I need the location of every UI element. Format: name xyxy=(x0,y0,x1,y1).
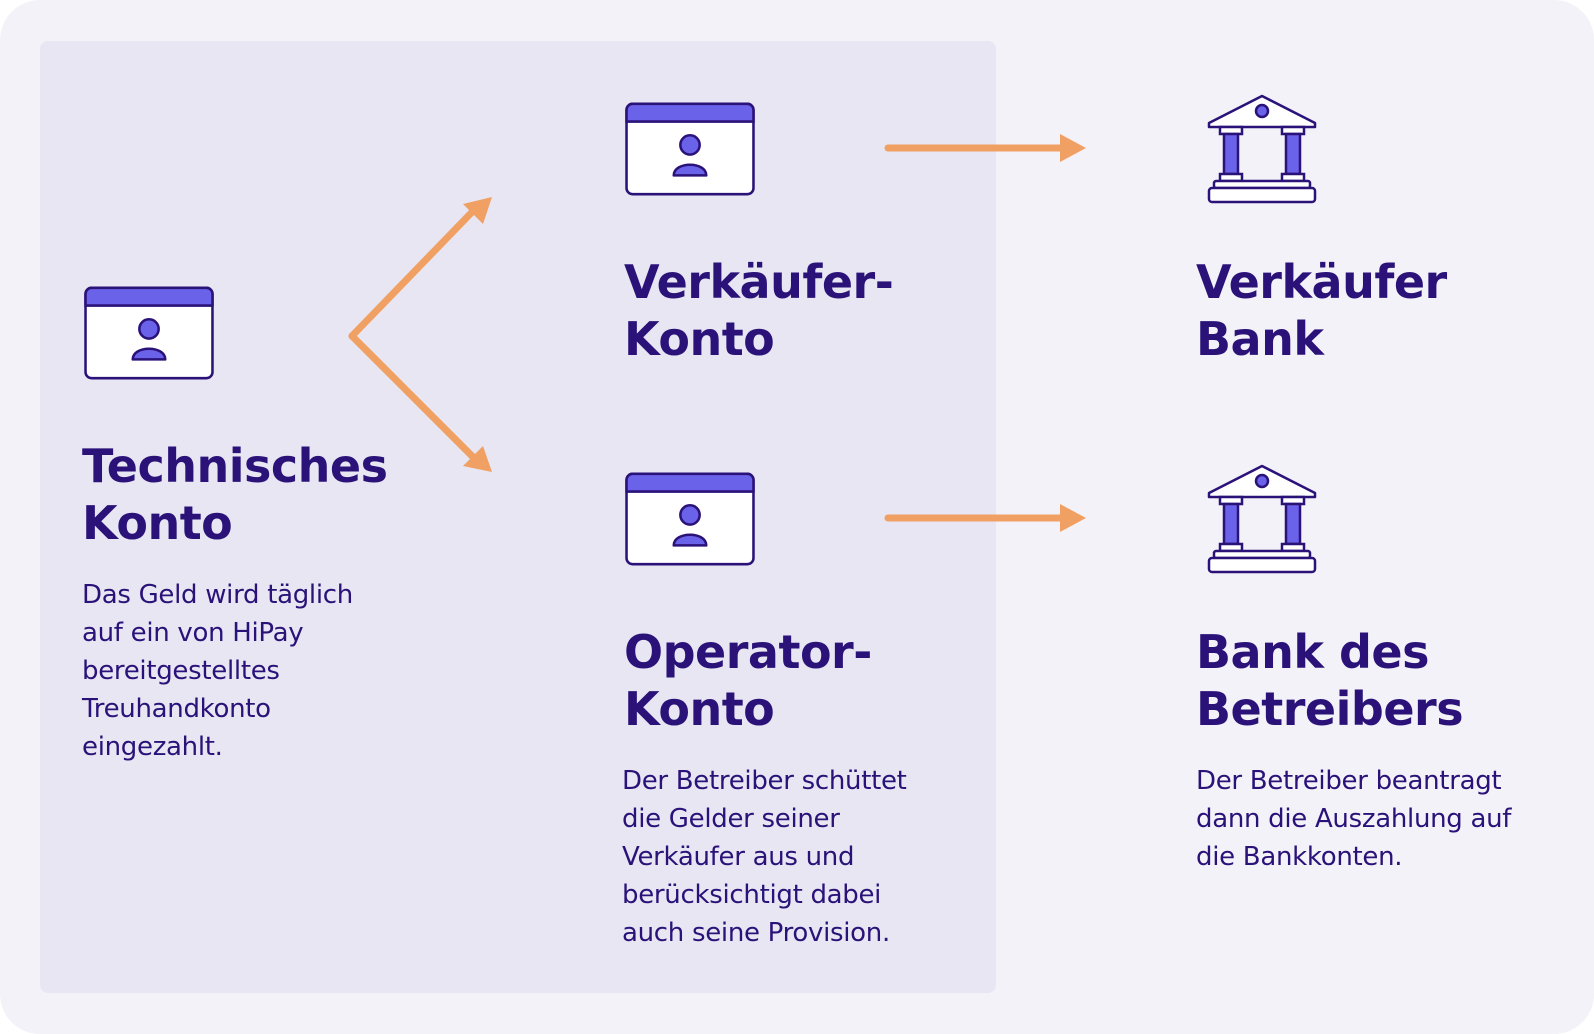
account-card-icon xyxy=(84,286,214,380)
seller-bank-title: Verkäufer Bank xyxy=(1196,255,1447,366)
hipay-accounts-panel xyxy=(40,41,996,993)
seller-account-title: Verkäufer- Konto xyxy=(624,255,894,366)
operator-bank-title: Bank des Betreibers xyxy=(1196,625,1464,736)
technical-account-description: Das Geld wird täglich auf ein von HiPay … xyxy=(82,580,353,762)
operator-bank-description: Der Betreiber beantragt dann die Auszahl… xyxy=(1196,766,1512,872)
operator-account-description: Der Betreiber schüttet die Gelder seiner… xyxy=(622,766,907,948)
technical-account-title: Technisches Konto xyxy=(82,439,388,550)
bank-building-icon xyxy=(1206,93,1318,205)
account-card-icon xyxy=(625,472,755,566)
operator-account-title: Operator- Konto xyxy=(624,625,872,736)
account-card-icon xyxy=(625,102,755,196)
bank-building-icon xyxy=(1206,463,1318,575)
